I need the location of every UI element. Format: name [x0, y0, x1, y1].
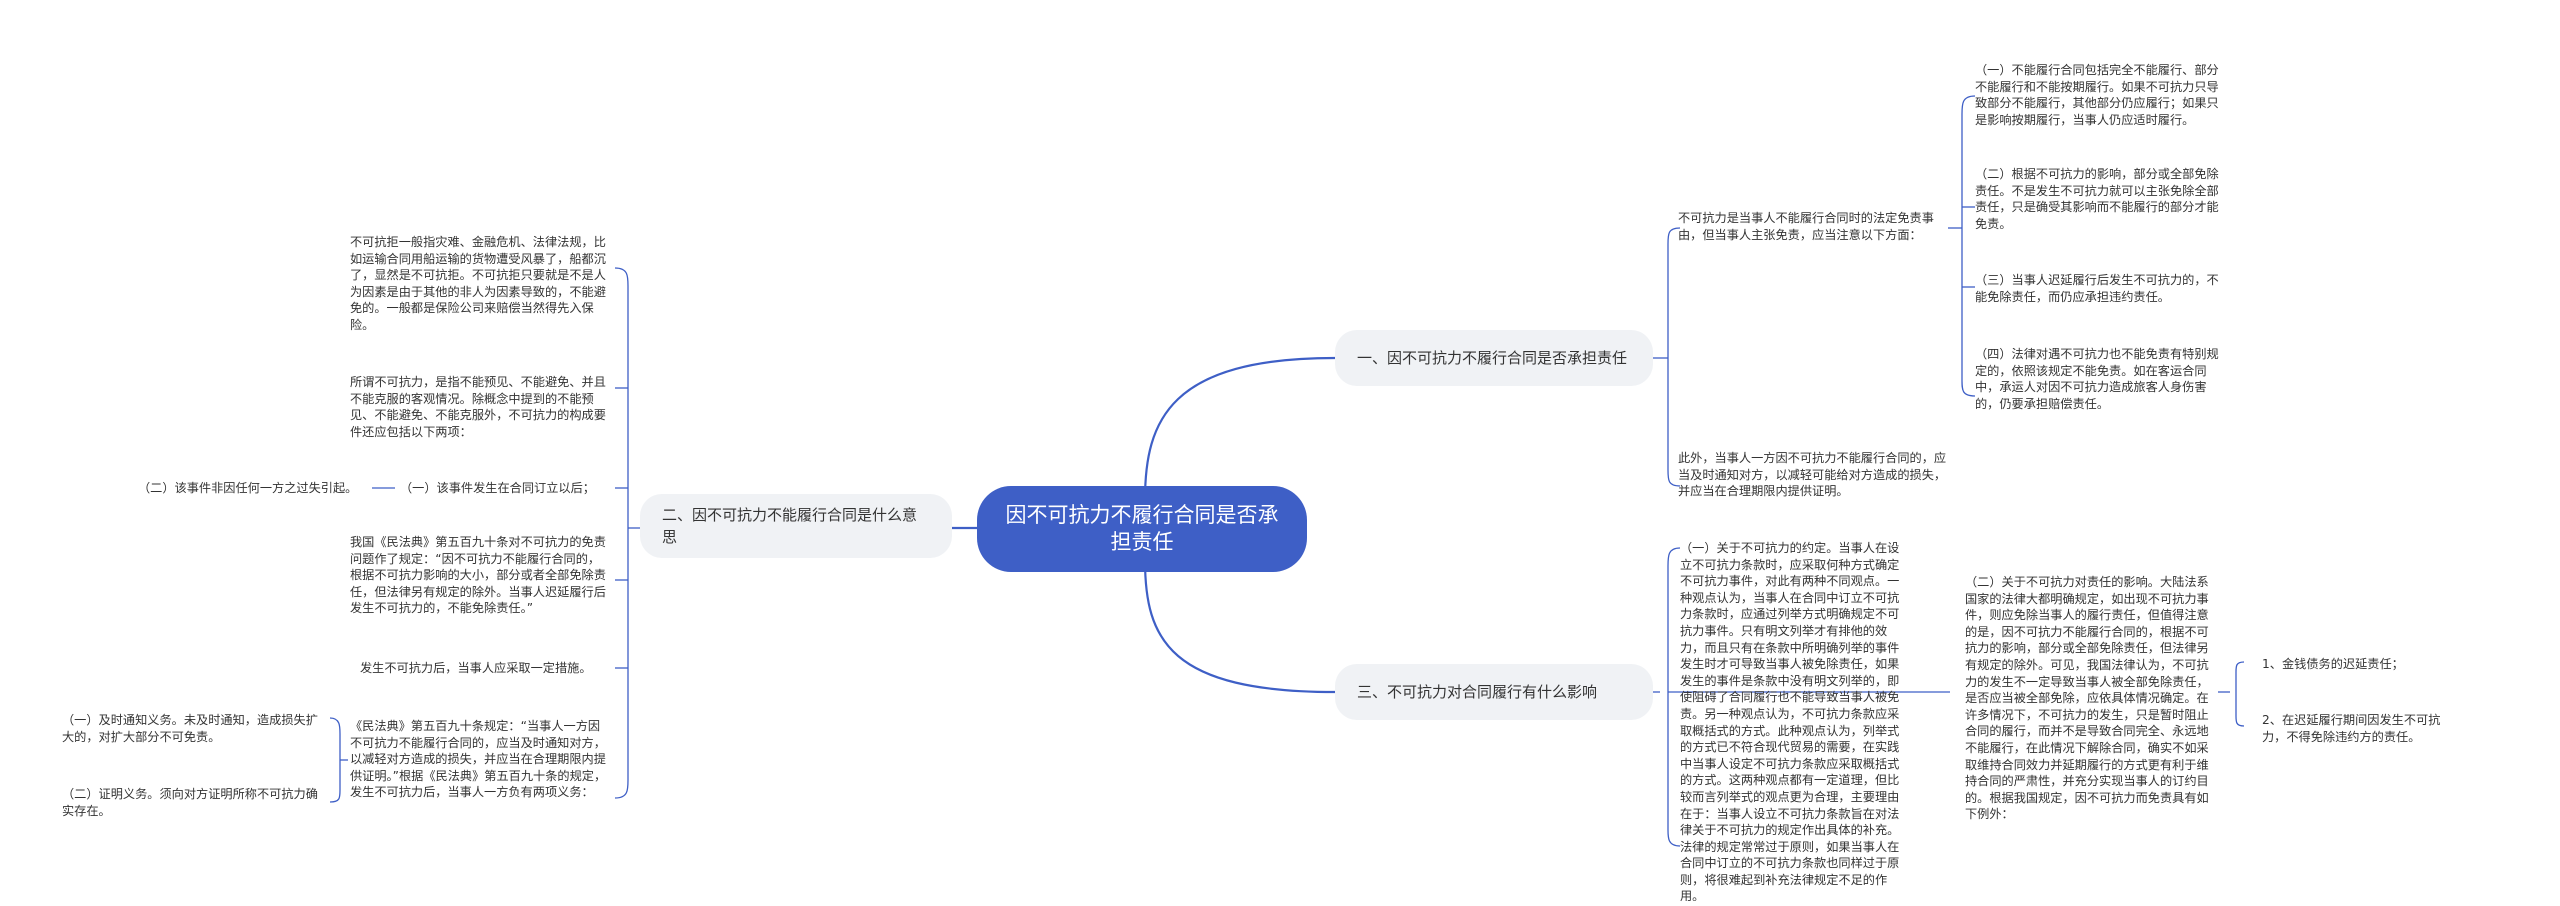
b2-leaf-3: （一）该事件发生在合同订立以后；	[400, 481, 595, 495]
b2-leaf-6: 《民法典》第五百九十条规定：“当事人一方因不可抗力不能履行合同的，应当及时通知对…	[350, 719, 607, 800]
b3c2-bracket	[2235, 661, 2245, 727]
b1-leaf-2: 此外，当事人一方因不可抗力不能履行合同的，应当及时通知对方，以减轻可能给对方造成…	[1678, 451, 1947, 499]
branch-label: 一、因不可抗力不履行合同是否承担责任	[1357, 349, 1628, 367]
b2c3-leaf-1: （二）该事件非因任何一方之过失引起。	[138, 481, 358, 495]
b2-leaf-2: 所谓不可抗力，是指不能预见、不能避免、并且不能克服的客观情况。除概念中提到的不能…	[350, 375, 606, 439]
b3-leaf-2: （二）关于不可抗力对责任的影响。大陆法系国家的法律大都明确规定，如出现不可抗力事…	[1965, 575, 2209, 822]
b1c1-bracket	[1961, 95, 1976, 397]
b2c6-leaf-1: （一）及时通知义务。未及时通知，造成损失扩大的，对扩大部分不可免责。	[62, 713, 318, 744]
b1c1-leaf-2: （二）根据不可抗力的影响，部分或全部免除责任。不是发生不可抗力就可以主张免除全部…	[1975, 167, 2219, 231]
root-node[interactable]: 因不可抗力不履行合同是否承担责任	[977, 486, 1307, 572]
b2-leaf-1: 不可抗拒一般指灾难、金融危机、法律法规，比如运输合同用船运输的货物遭受风暴了，船…	[350, 235, 606, 332]
b3c2-leaf-2: 2、在迟延履行期间因发生不可抗力，不得免除违约方的责任。	[2262, 713, 2441, 744]
b1-bracket	[1667, 227, 1681, 487]
b2-bracket	[614, 267, 629, 799]
b1c1-leaf-3: （三）当事人迟延履行后发生不可抗力的，不能免除责任，而仍应承担违约责任。	[1975, 273, 2219, 304]
branch-label: 三、不可抗力对合同履行有什么影响	[1357, 683, 1598, 701]
branch-node-2[interactable]: 二、因不可抗力不能履行合同是什么意思	[640, 494, 952, 558]
link-root-b3	[1143, 559, 1336, 694]
b1-leaf-1: 不可抗力是当事人不能履行合同时的法定免责事由，但当事人主张免责，应当注意以下方面…	[1678, 211, 1934, 242]
link-root-b1	[1143, 356, 1336, 501]
branch-node-3[interactable]: 三、不可抗力对合同履行有什么影响	[1335, 664, 1653, 720]
branch-node-1[interactable]: 一、因不可抗力不履行合同是否承担责任	[1335, 330, 1653, 386]
b3-leaf-1: （一）关于不可抗力的约定。当事人在设立不可抗力条款时，应采取何种方式确定不可抗力…	[1680, 541, 1900, 904]
branch-label: 二、因不可抗力不能履行合同是什么意思	[662, 506, 918, 546]
b3c2-leaf-1: 1、金钱债务的迟延责任；	[2262, 657, 2404, 671]
b2-leaf-4: 我国《民法典》第五百九十条对不可抗力的免责问题作了规定：“因不可抗力不能履行合同…	[350, 535, 606, 616]
b2c6-bracket	[329, 717, 341, 803]
b1c1-leaf-1: （一）不能履行合同包括完全不能履行、部分不能履行和不能按期履行。如果不可抗力只导…	[1975, 63, 2219, 127]
root-title: 因不可抗力不履行合同是否承担责任	[1005, 503, 1279, 554]
b3-bracket	[1667, 547, 1681, 847]
b2c6-leaf-2: （二）证明义务。须向对方证明所称不可抗力确实存在。	[62, 787, 318, 818]
b1c1-leaf-4: （四）法律对遇不可抗力也不能免责有特别规定的，依照该规定不能免责。如在客运合同中…	[1975, 347, 2219, 411]
b2-leaf-5: 发生不可抗力后，当事人应采取一定措施。	[360, 661, 592, 675]
